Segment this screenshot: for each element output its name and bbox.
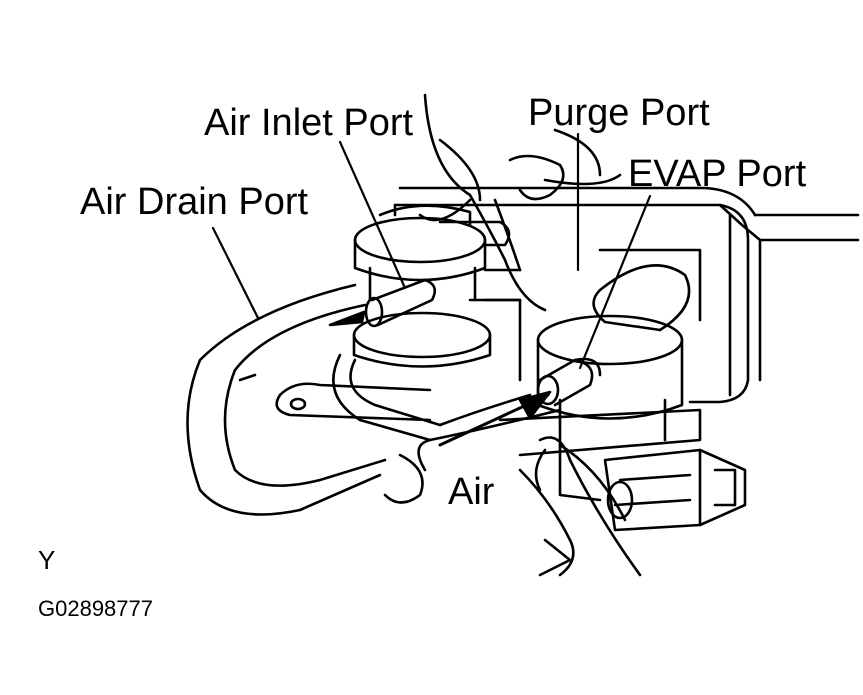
electrical-connector <box>603 448 747 532</box>
evap-port-label: EVAP Port <box>628 153 807 195</box>
mounting-bracket <box>275 382 702 577</box>
connector-hose <box>332 353 562 472</box>
figure-code: G02898777 <box>38 596 153 621</box>
leader-lines <box>211 132 652 370</box>
air-label: Air <box>446 471 497 513</box>
purge-port-label: Purge Port <box>528 92 710 134</box>
air-drain-port-label: Air Drain Port <box>80 181 309 223</box>
view-letter: Y <box>38 545 56 575</box>
air-flow-arrow <box>438 390 552 447</box>
air-inlet-port-label: Air Inlet Port <box>204 102 414 144</box>
canister-body <box>393 186 860 404</box>
evap-nipple <box>536 357 602 407</box>
left-vsv-valve <box>352 203 522 368</box>
air-drain-hose <box>186 283 424 516</box>
hand-left <box>418 93 622 312</box>
air-inlet-nozzle <box>328 278 437 328</box>
right-vsv-valve <box>536 264 691 447</box>
